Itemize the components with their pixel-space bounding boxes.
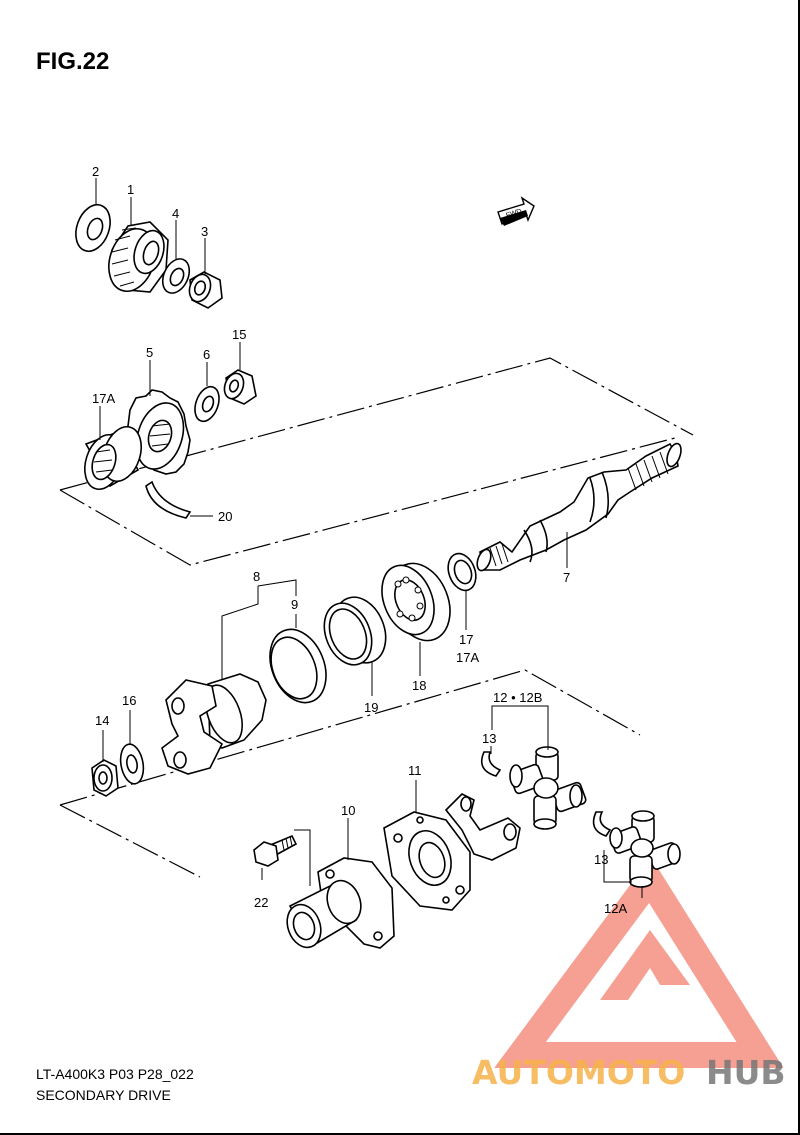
group-outline-lower [59,669,641,878]
watermark-text-hub: HUB [706,1053,786,1092]
callout-10: 10 [341,803,355,818]
callout-3: 3 [201,224,208,239]
callout-12-12b: 12 • 12B [493,690,542,705]
part-16-washer [119,743,145,785]
callout-17: 17 [459,632,473,647]
leader-lines [95,178,643,898]
part-15-collar [223,369,257,405]
part-17-washer [447,552,477,592]
fwd-label: FWD [505,208,522,220]
callout-6: 6 [203,347,210,362]
part-5-gear [127,389,191,475]
callout-18: 17A [92,391,115,406]
part-22-bolt [253,834,298,867]
callout-21: 20 [218,509,232,524]
callout-8: 8 [253,569,260,584]
callout-16: 16 [122,693,136,708]
part-13-circlip-lower [592,811,612,837]
part-21-circlip [145,480,192,519]
callout-5: 5 [146,345,153,360]
watermark-text-main: AUTOMOTO [472,1053,685,1092]
watermark-text: AUTOMOTO HUB [472,1053,786,1092]
diagram-caption: SECONDARY DRIVE [36,1087,171,1103]
part-19-bearing [381,562,451,642]
callout-13-lower: 13 [594,852,608,867]
group-outline-upper [59,357,694,566]
model-code: LT-A400K3 P03 P28_022 [36,1066,194,1082]
callout-4: 4 [172,206,179,221]
part-11-flange-yoke [383,793,521,911]
part-7-shaft [476,442,682,572]
callout-15: 15 [232,327,246,342]
part-9-oring [269,628,327,704]
callout-20: 19 [364,700,378,715]
part-13-circlip-upper [480,751,502,777]
part-6-washer [194,385,220,423]
part-12a-ujoint [609,810,681,888]
part-14-nut [91,759,119,797]
watermark-logo [494,856,784,1068]
callout-9: 9 [291,597,298,612]
part-20-seal [323,596,387,666]
part-12-ujoint [509,746,587,830]
figure-title: FIG.22 [36,48,110,75]
fwd-arrow-icon: FWD [497,196,535,226]
callout-1: 1 [127,182,134,197]
callout-labels: 2 1 4 3 5 6 15 17A 20 7 17 17A 18 19 8 9… [92,164,627,916]
part-2-washer [75,203,111,253]
callout-12a: 12A [604,901,627,916]
callout-14: 14 [95,713,109,728]
part-18-bearing [84,425,142,491]
part-1-bevel-gear [108,221,169,293]
callout-7: 7 [563,570,570,585]
callout-17a: 17A [456,650,479,665]
callout-11: 11 [408,763,422,778]
part-4-washer [161,258,191,294]
part-3-nut [188,271,223,309]
part-8-yoke [161,673,267,775]
part-10-flange [286,857,395,949]
callout-2: 2 [92,164,99,179]
callout-22: 22 [254,895,268,910]
callout-13-upper: 13 [482,731,496,746]
callout-19: 18 [412,678,426,693]
